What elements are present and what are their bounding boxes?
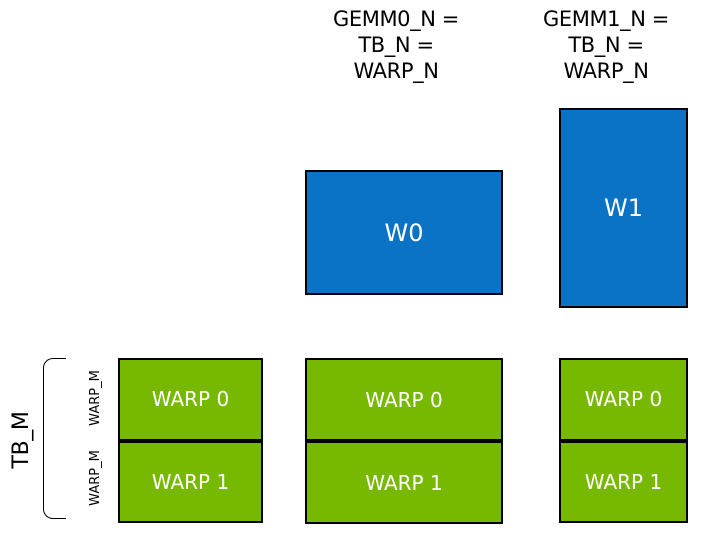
- gemm1-header-line: TB_N =: [568, 33, 644, 57]
- warp-cell-label: WARP 1: [584, 469, 663, 494]
- gemm1-header-line: GEMM1_N =: [542, 7, 670, 31]
- gemm1-header-line: WARP_N: [563, 59, 649, 83]
- warp-cell: WARP 0: [559, 358, 688, 441]
- w1-tile: W1: [559, 108, 688, 308]
- warp-cell: WARP 0: [118, 358, 263, 441]
- warp-column-0: WARP 0 WARP 1: [118, 358, 263, 523]
- warp-cell-label: WARP 1: [365, 470, 443, 495]
- warp-column-2: WARP 0 WARP 1: [559, 358, 688, 523]
- tb-m-bracket: [43, 358, 66, 519]
- warp-m-label-top: WARP_M: [88, 370, 103, 426]
- warp-cell-label: WARP 0: [151, 387, 230, 412]
- w1-tile-label: W1: [604, 194, 643, 222]
- warp-cell: WARP 1: [305, 441, 503, 524]
- warp-cell-label: WARP 1: [151, 469, 230, 494]
- gemm0-header: GEMM0_N = TB_N = WARP_N: [316, 6, 476, 84]
- gemm0-header-line: TB_N =: [358, 33, 434, 57]
- warp-cell: WARP 0: [305, 358, 503, 441]
- gemm0-header-line: GEMM0_N =: [332, 7, 460, 31]
- warp-cell-label: WARP 0: [584, 387, 663, 412]
- w0-tile: W0: [305, 170, 503, 295]
- gemm0-header-line: WARP_N: [353, 59, 439, 83]
- warp-m-label-bottom: WARP_M: [88, 450, 103, 506]
- warp-cell: WARP 1: [559, 440, 688, 523]
- gemm1-header: GEMM1_N = TB_N = WARP_N: [526, 6, 686, 84]
- warp-cell-label: WARP 0: [365, 387, 443, 412]
- tb-m-label: TB_M: [9, 411, 34, 469]
- w0-tile-label: W0: [384, 218, 424, 247]
- warp-column-1: WARP 0 WARP 1: [305, 358, 503, 524]
- warp-cell: WARP 1: [118, 440, 263, 523]
